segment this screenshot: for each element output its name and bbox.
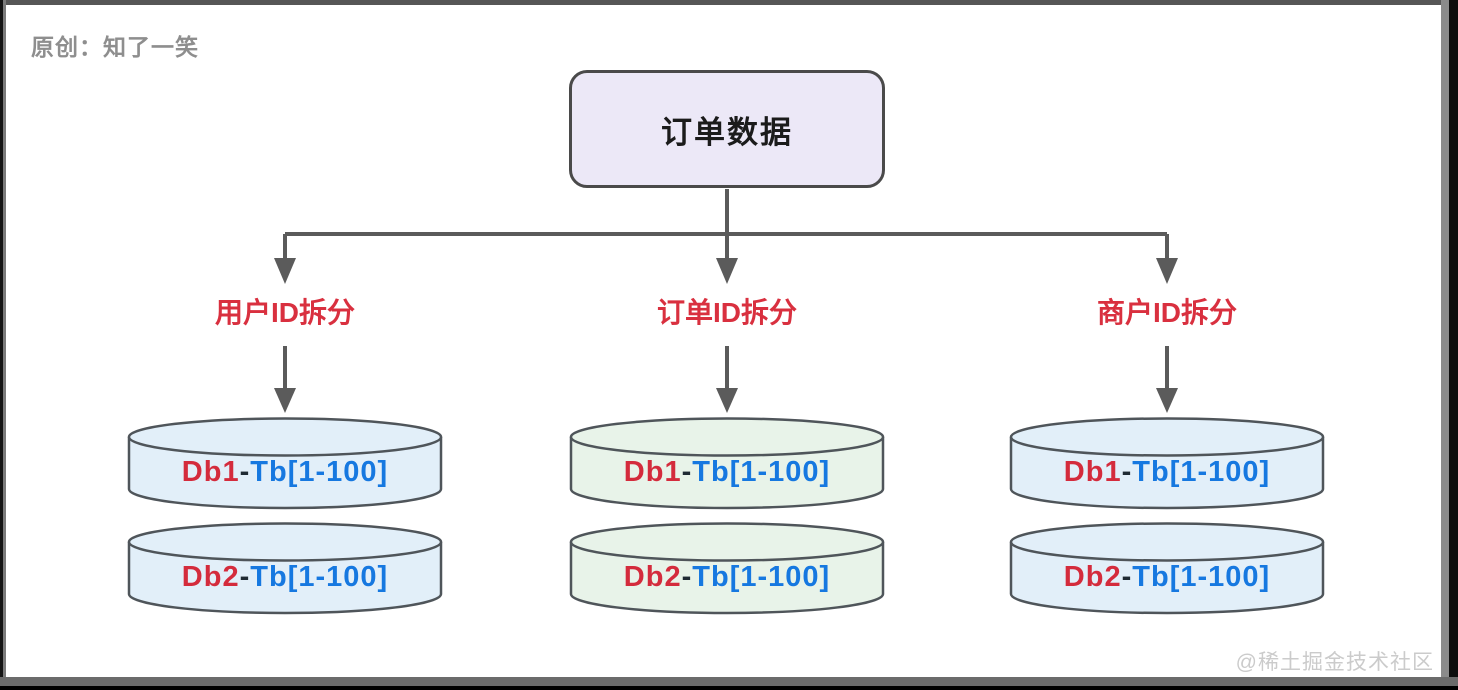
database-cylinder: Db2-Tb[1-100] (1008, 521, 1326, 615)
root-node-label: 订单数据 (661, 114, 793, 150)
database-cylinder-icon (1009, 522, 1325, 615)
label-separator: - (239, 560, 251, 593)
db-name: Db2 (623, 560, 682, 593)
frame-left-edge (0, 0, 3, 690)
root-node-order-data: 订单数据 (569, 70, 885, 188)
frame-bottom-border (0, 677, 1458, 686)
branch-label-merchant-id-split: 商户ID拆分 (1096, 297, 1237, 328)
database-cylinder: Db1-Tb[1-100] (568, 416, 886, 510)
database-cylinder: Db1-Tb[1-100] (126, 416, 444, 510)
database-cylinder: Db2-Tb[1-100] (126, 521, 444, 615)
database-cylinder-label: Db1-Tb[1-100] (1008, 442, 1326, 502)
frame-right-edge (1449, 0, 1458, 690)
table-range: Tb[1-100] (1132, 455, 1271, 488)
label-separator: - (1121, 560, 1133, 593)
table-range: Tb[1-100] (1132, 560, 1271, 593)
label-separator: - (681, 455, 693, 488)
db-name: Db1 (1063, 455, 1122, 488)
database-cylinder-label: Db1-Tb[1-100] (126, 442, 444, 502)
frame-right-border (1441, 0, 1449, 690)
community-watermark: @稀土掘金技术社区 (1235, 651, 1434, 674)
label-separator: - (681, 560, 693, 593)
db-name: Db1 (181, 455, 240, 488)
database-cylinder-icon (569, 417, 885, 510)
table-range: Tb[1-100] (250, 560, 389, 593)
table-range: Tb[1-100] (250, 455, 389, 488)
database-cylinder-label: Db1-Tb[1-100] (568, 442, 886, 502)
database-cylinder-label: Db2-Tb[1-100] (126, 547, 444, 607)
db-name: Db1 (623, 455, 682, 488)
label-separator: - (239, 455, 251, 488)
database-cylinder-icon (127, 417, 443, 510)
table-range: Tb[1-100] (692, 560, 831, 593)
frame-top-edge (0, 0, 1458, 5)
db-name: Db2 (181, 560, 240, 593)
database-cylinder-icon (569, 522, 885, 615)
database-cylinder-label: Db2-Tb[1-100] (1008, 547, 1326, 607)
branch-label-user-id-split: 用户ID拆分 (214, 297, 355, 328)
table-range: Tb[1-100] (692, 455, 831, 488)
database-cylinder: Db1-Tb[1-100] (1008, 416, 1326, 510)
author-watermark: 原创：知了一笑 (31, 34, 199, 60)
db-name: Db2 (1063, 560, 1122, 593)
branch-label-order-id-split: 订单ID拆分 (656, 297, 797, 328)
database-cylinder-icon (127, 522, 443, 615)
frame-bottom-edge (0, 686, 1458, 690)
database-cylinder: Db2-Tb[1-100] (568, 521, 886, 615)
label-separator: - (1121, 455, 1133, 488)
frame-left-border (3, 0, 6, 690)
database-cylinder-label: Db2-Tb[1-100] (568, 547, 886, 607)
database-cylinder-icon (1009, 417, 1325, 510)
